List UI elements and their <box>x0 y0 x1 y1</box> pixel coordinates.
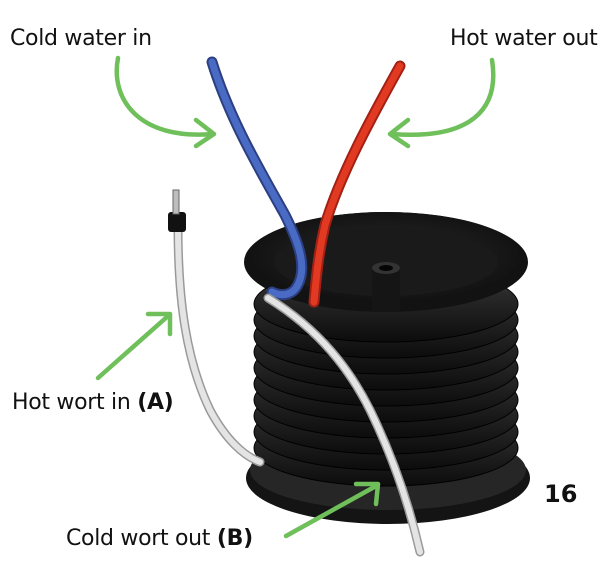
label-cold-wort-out-marker: (B) <box>216 526 253 551</box>
arrow-hot-wort-in <box>95 311 173 381</box>
arrow-cold-wort-out <box>283 481 381 539</box>
label-hot-wort-in-text: Hot wort in <box>12 390 131 415</box>
center-post <box>372 268 400 312</box>
label-hot-water-out: Hot water out <box>450 26 598 51</box>
label-cold-water-in: Cold water in <box>10 26 152 51</box>
page-number: 16 <box>544 480 578 508</box>
label-cold-wort-out: Cold wort out (B) <box>66 526 253 552</box>
label-cold-wort-out-text: Cold wort out <box>66 526 211 551</box>
arrow-hot-water-out <box>387 57 496 149</box>
label-hot-wort-in-marker: (A) <box>137 390 174 415</box>
arrow-cold-water-in <box>114 55 217 149</box>
label-hot-wort-in: Hot wort in (A) <box>12 390 174 416</box>
tube-connector <box>168 212 186 232</box>
